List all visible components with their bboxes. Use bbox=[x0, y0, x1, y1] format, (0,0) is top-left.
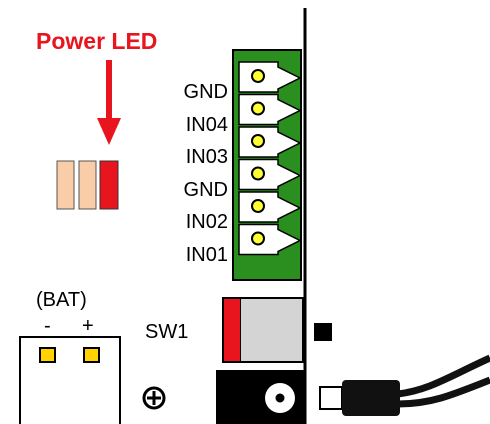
terminal-hole bbox=[251, 134, 265, 148]
terminal-pin bbox=[238, 223, 302, 256]
dc-plug bbox=[319, 354, 490, 416]
terminal-pin bbox=[238, 158, 302, 191]
pin-label: GND bbox=[183, 178, 228, 201]
battery-label: (BAT) bbox=[36, 289, 87, 311]
terminal-hole bbox=[251, 101, 265, 116]
led-group bbox=[56, 160, 119, 210]
terminal-hole bbox=[251, 231, 265, 246]
terminal-pin bbox=[238, 61, 302, 93]
pin-label: IN02 bbox=[185, 211, 228, 233]
terminal-hole bbox=[251, 199, 265, 213]
terminal-slot bbox=[238, 93, 302, 126]
power-led bbox=[99, 160, 119, 210]
switch-tab bbox=[314, 323, 332, 341]
terminal-slot bbox=[238, 158, 302, 191]
dc-jack bbox=[216, 370, 304, 424]
terminal-hole bbox=[251, 69, 265, 83]
pin-label: IN04 bbox=[185, 113, 228, 136]
pin-label: IN01 bbox=[185, 243, 228, 266]
terminal-pin bbox=[238, 93, 302, 126]
terminal-slot bbox=[238, 126, 302, 158]
pin-label: GND bbox=[183, 81, 228, 103]
terminal-slot bbox=[238, 223, 302, 256]
switch-lever bbox=[224, 299, 240, 361]
battery-connector bbox=[19, 336, 121, 424]
terminal-slot bbox=[238, 191, 302, 223]
led-off-2 bbox=[78, 160, 97, 210]
led-off-1 bbox=[56, 160, 75, 210]
terminal-pin bbox=[238, 126, 302, 158]
terminal-hole bbox=[251, 166, 265, 181]
terminal-pin bbox=[238, 191, 302, 223]
title-power-led: Power LED bbox=[36, 28, 158, 54]
battery-pad-minus bbox=[39, 347, 56, 363]
switch-sw1 bbox=[222, 297, 332, 363]
terminal-slot bbox=[238, 61, 302, 93]
battery-plus-label: + bbox=[82, 315, 94, 337]
cable bbox=[397, 354, 490, 398]
mounting-hole-icon bbox=[142, 386, 166, 410]
battery-pad-plus bbox=[83, 347, 100, 363]
pin-label: IN03 bbox=[185, 146, 228, 168]
terminal-block bbox=[232, 49, 302, 281]
down-arrow-icon bbox=[97, 60, 121, 145]
switch-label: SW1 bbox=[145, 321, 189, 343]
battery-minus-label: - bbox=[44, 315, 51, 337]
